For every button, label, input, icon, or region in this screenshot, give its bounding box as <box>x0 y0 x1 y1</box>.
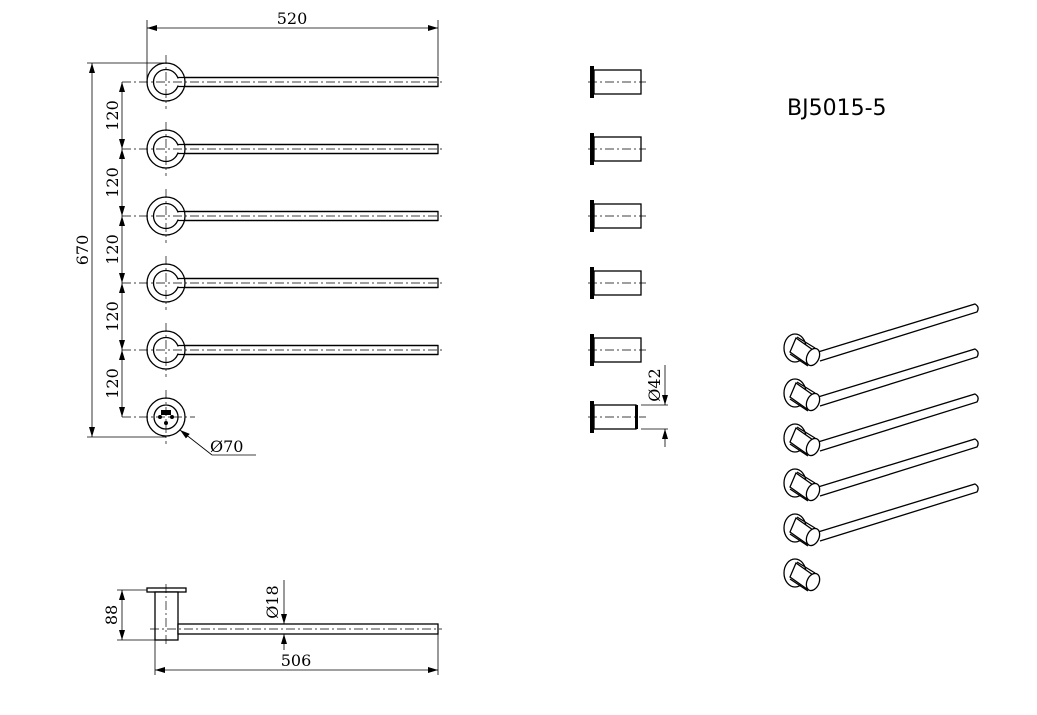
iso-edge <box>796 426 816 439</box>
iso-edge <box>796 336 816 349</box>
iso-end <box>805 347 821 367</box>
height-dimension: 670 <box>73 62 166 438</box>
depth-88-label: 88 <box>102 605 121 625</box>
height-dimension-label: 670 <box>73 235 92 266</box>
iso-edge <box>796 471 816 484</box>
model-number: BJ5015-5 <box>787 96 887 121</box>
iso-end <box>805 572 821 592</box>
iso-edge <box>789 443 809 457</box>
spacing-dimensions: 120 120 120 120 120 <box>103 82 125 417</box>
diameter-42-dimension: Ø42 <box>641 365 668 447</box>
length-506-label: 506 <box>281 651 312 670</box>
hook-dot <box>170 415 174 419</box>
iso-edge <box>796 381 816 394</box>
front-arm <box>122 55 442 109</box>
length-506-dimension: 506 <box>154 634 439 675</box>
iso-edge <box>796 561 816 574</box>
spacing-label: 120 <box>103 368 122 399</box>
iso-bar <box>817 438 979 497</box>
iso-end <box>805 482 821 502</box>
iso-arm <box>783 393 979 457</box>
side-unit <box>588 334 646 366</box>
side-unit <box>588 133 646 165</box>
hook-end <box>635 405 638 429</box>
front-hook <box>122 390 195 444</box>
spacing-label: 120 <box>103 234 122 265</box>
spacing-label: 120 <box>103 301 122 332</box>
side-unit <box>588 66 646 98</box>
iso-hook <box>783 558 821 592</box>
iso-edge <box>789 488 809 502</box>
diameter-18-dimension: Ø18 <box>263 580 287 650</box>
iso-arm <box>783 303 979 367</box>
side-view <box>588 66 646 433</box>
iso-arm <box>783 348 979 412</box>
iso-edge <box>789 398 809 412</box>
iso-edge <box>789 533 809 547</box>
iso-edge <box>789 353 809 367</box>
side-unit <box>588 401 646 433</box>
iso-bar <box>817 348 979 407</box>
side-unit <box>588 267 646 299</box>
iso-arm <box>783 483 979 547</box>
side-unit <box>588 200 646 232</box>
front-arm <box>122 323 442 377</box>
top-view <box>146 584 442 644</box>
hook-dot <box>164 421 168 425</box>
front-arm <box>122 256 442 310</box>
front-arm <box>122 122 442 176</box>
depth-88-dimension: 88 <box>102 589 155 641</box>
front-arm <box>122 189 442 243</box>
iso-end <box>805 527 821 547</box>
iso-arm <box>783 438 979 502</box>
front-view <box>122 55 442 444</box>
diameter-42-label: Ø42 <box>645 368 664 401</box>
isometric-view <box>783 303 979 592</box>
spacing-label: 120 <box>103 167 122 198</box>
width-dimension-label: 520 <box>277 9 308 28</box>
iso-end <box>805 437 821 457</box>
diameter-18-label: Ø18 <box>263 585 282 618</box>
iso-bar <box>817 393 979 452</box>
diameter-70-dimension: Ø70 <box>179 429 256 456</box>
iso-edge <box>796 516 816 529</box>
width-dimension: 520 <box>146 9 439 82</box>
diameter-70-label: Ø70 <box>210 437 243 456</box>
iso-bar <box>817 303 979 362</box>
iso-bar <box>817 483 979 542</box>
iso-edge <box>789 578 809 592</box>
iso-end <box>805 392 821 412</box>
spacing-label: 120 <box>103 100 122 131</box>
